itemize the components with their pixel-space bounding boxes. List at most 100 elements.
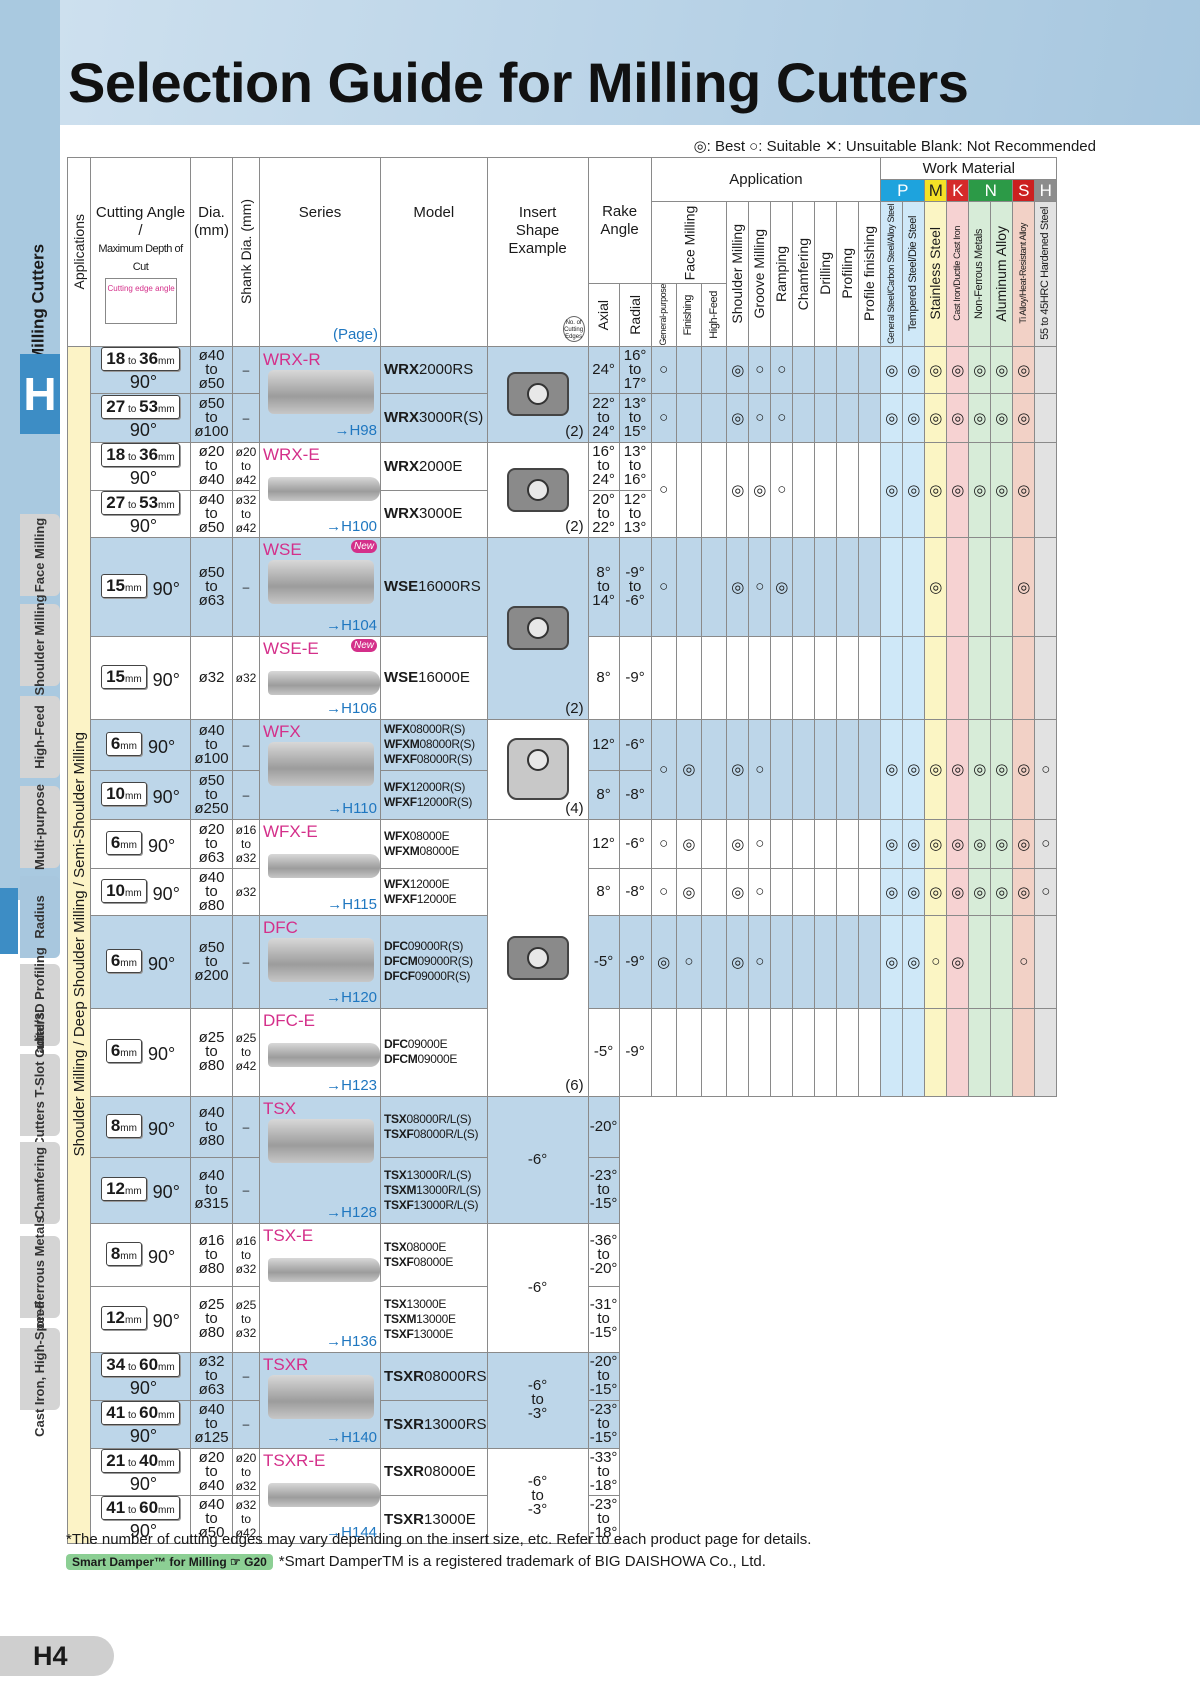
page-link[interactable]: →H110 [327,800,377,818]
suitability-mark: ◎ [1012,818,1036,869]
depth-of-cut-badge: 8mm [105,1241,142,1266]
model-prefix: WRX [384,457,419,475]
smart-damper-badge[interactable]: Smart Damper™ for Milling ☞ G20 [66,1554,273,1570]
model-cell: TSX08000R/L(S)TSXF08000R/L(S) [380,1095,488,1158]
series-cell[interactable]: TSX →H128 [259,1095,381,1224]
radial-rake-cell: -31°to-15° [587,1285,620,1353]
radial-rake-cell: -6° [618,718,652,771]
series-name[interactable]: TSX [263,1099,297,1119]
series-cell[interactable]: WRX-E →H100 [259,441,381,538]
suitability-mark [814,914,838,1009]
page-link[interactable]: →H128 [326,1204,377,1222]
depth-value: 18 [106,348,126,368]
series-name[interactable]: DFC-E [263,1011,315,1031]
series-name[interactable]: WRX-E [263,445,320,465]
suitability-mark: ◎ [1012,867,1036,916]
side-tab-multi-purpose[interactable]: Multi-purpose [20,784,60,870]
series-cell[interactable]: TSX-E →H136 [259,1222,381,1353]
series-cell[interactable]: TSXR-E →H144 [259,1447,381,1544]
header-app-finishing: Finishing [675,283,703,347]
suitability-mark [701,392,728,443]
depth-unit: mm [125,1315,142,1327]
series-name[interactable]: TSX-E [263,1226,314,1246]
series-name[interactable]: TSXR [263,1355,309,1375]
suitability-mark [770,718,794,820]
side-tab-high-feed[interactable]: High-Feed [20,696,60,778]
depth-of-cut-badge: 10mm [101,878,147,903]
radial-rake-cell: -8° [618,867,652,916]
series-cell[interactable]: WFX →H110 [259,718,381,820]
cutter-image [268,477,380,502]
cutting-edges-count: (2) [565,517,584,535]
insert-shape-cell: (6) [486,818,589,1097]
model-prefix: WFX [384,779,410,794]
model-prefix: TSX [384,1239,407,1254]
suitability-mark [792,392,816,443]
suitability-mark: ◎ [902,392,926,443]
series-name[interactable]: TSXR-E [263,1451,326,1471]
series-cell[interactable]: WFX-E →H115 [259,818,381,916]
suitability-mark [792,441,816,538]
side-tab-radius[interactable]: Radius [20,876,60,958]
cutter-image [268,1258,380,1283]
page-link[interactable]: →H100 [326,518,377,536]
series-name[interactable]: WRX-R [263,350,321,370]
series-cell[interactable]: TSXR →H140 [259,1351,381,1449]
side-tab-cast-iron-high-speed[interactable]: Cast Iron, High-Speed [20,1301,60,1437]
suitability-mark: ◎ [924,441,948,538]
axial-rake-cell: 8° [587,635,620,720]
page-link[interactable]: →H136 [326,1333,377,1351]
series-cell[interactable]: DFC-E →H123 [259,1007,381,1097]
page-link[interactable]: →H120 [326,989,377,1007]
suitability-mark [968,635,992,720]
radial-rake-cell: -33°to-18° [587,1447,620,1496]
suitability-mark [1012,1007,1036,1097]
series-name[interactable]: DFC [263,918,298,938]
side-tab-side-cutters-t-slot-cutters[interactable]: Side Cutters T-Slot Cutters [20,1012,60,1178]
side-tab-non-ferrous-metals[interactable]: Non-Ferrous Metals [20,1216,60,1338]
page-link[interactable]: →H98 [334,422,377,440]
series-name[interactable]: WFX-E [263,822,318,842]
page-link[interactable]: →H144 [326,1524,377,1542]
axial-rake-cell: -6° [486,1222,589,1353]
page-link[interactable]: →H140 [326,1429,377,1447]
depth-of-cut-badge: 6mm [105,948,142,973]
axial-rake-cell: 12° [587,718,620,771]
suitability-mark: ○ [650,718,677,820]
page-link[interactable]: →H123 [326,1077,377,1095]
series-cell[interactable]: DFC →H120 [259,914,381,1009]
page-link[interactable]: →H106 [326,700,377,718]
suitability-mark [902,536,926,637]
side-tab-face-milling[interactable]: Face Milling [20,514,60,596]
series-cell[interactable]: WRX-R →H98 [259,345,381,443]
series-name[interactable]: WSE [263,540,302,560]
side-tab-shoulder-milling[interactable]: Shoulder Milling [20,594,60,696]
suitability-mark [858,818,882,869]
suitability-mark: ◎ [902,867,926,916]
model-prefix: WRX [384,361,419,379]
page-link[interactable]: →H104 [326,617,377,635]
series-wrapper: TSX-E →H136 [261,1224,380,1351]
suitability-mark: ◎ [675,718,703,820]
suitability-mark: ○ [650,536,677,637]
depth-unit: mm [120,839,137,851]
suitability-mark [836,1007,860,1097]
page-link[interactable]: →H115 [327,896,377,914]
series-name[interactable]: WFX [263,722,301,742]
series-name[interactable]: WSE-E [263,639,319,659]
suitability-mark [1034,1007,1058,1097]
depth-of-cut-badge: 12mm [101,1177,147,1202]
side-tab-radial-3d-profiling[interactable]: Radial/3D Profiling [20,947,60,1063]
side-tab-chamfering[interactable]: Chamfering [20,1142,60,1224]
suitability-mark: ○ [924,914,948,1009]
